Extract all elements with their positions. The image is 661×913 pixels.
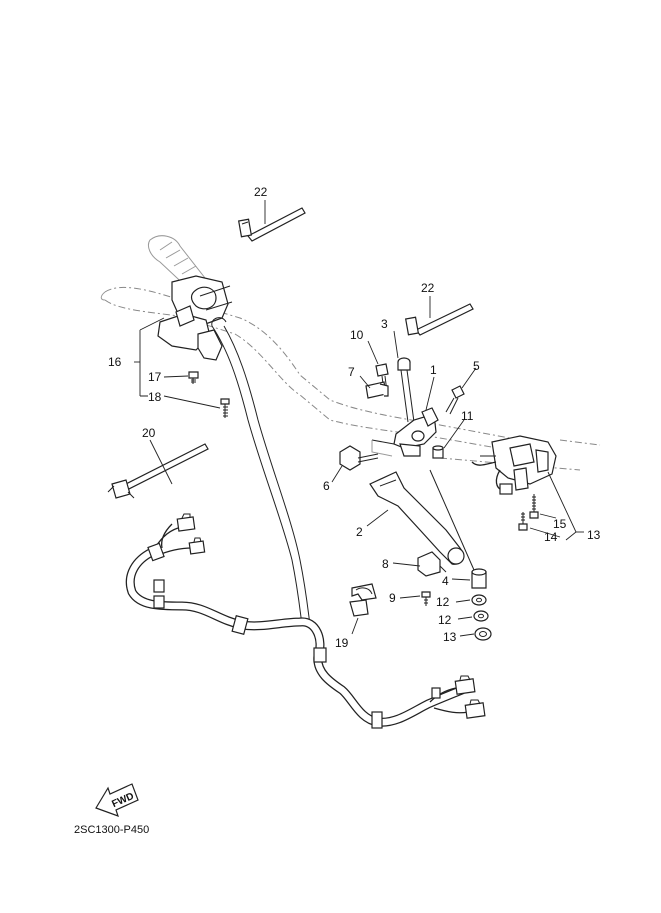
callout-7: 7 <box>348 365 355 379</box>
part-22-cable-tie-upper <box>237 207 306 242</box>
callout-22a: 22 <box>254 185 268 199</box>
part-2-lever <box>369 471 465 565</box>
callout-21: 20 <box>142 426 156 440</box>
wire-harness-left <box>125 513 486 729</box>
leader-lines <box>134 200 584 637</box>
part-18-screw <box>188 371 199 384</box>
callout-13: 13 <box>443 630 457 644</box>
part-12-washer-b <box>473 610 489 622</box>
part-14-switch-assembly <box>471 435 557 495</box>
callout-8: 8 <box>382 557 389 571</box>
callout-5: 5 <box>473 359 480 373</box>
part-5-bolt <box>445 385 465 415</box>
fwd-arrow-icon: FWD <box>95 783 139 817</box>
callout-labels: 22 22 3 10 7 1 5 11 6 2 8 9 4 12 12 13 1… <box>108 185 601 650</box>
part-3-bolt <box>397 357 415 423</box>
part-8-switch <box>417 551 447 577</box>
callout-16: 15 <box>553 517 567 531</box>
part-22-cable-tie-lower <box>404 303 474 336</box>
callout-12a: 12 <box>436 595 450 609</box>
callout-6: 6 <box>323 479 330 493</box>
callout-20: 19 <box>335 636 349 650</box>
part-13-nut <box>474 627 492 641</box>
part-21-cable-tie-long <box>107 443 209 499</box>
callout-1: 1 <box>430 363 437 377</box>
callout-2: 2 <box>356 525 363 539</box>
callout-11: 11 <box>461 409 474 423</box>
part-4-collar <box>429 469 487 589</box>
callout-14: 13 <box>587 528 601 542</box>
callout-3: 3 <box>381 317 388 331</box>
callout-4: 4 <box>442 574 449 588</box>
drawing-code: 2SC1300-P450 <box>74 824 149 836</box>
part-16-screw <box>529 494 539 519</box>
part-20-clamp <box>349 583 377 617</box>
part-1-lever-holder <box>371 407 439 457</box>
part-9-screw <box>421 591 431 606</box>
cable-left <box>211 317 311 626</box>
part-12-washer-a <box>471 594 487 606</box>
part-7-bracket <box>365 381 389 399</box>
callout-22b: 22 <box>421 281 435 295</box>
part-11-bush <box>432 445 444 459</box>
callout-17: 16 <box>108 355 122 369</box>
part-6-bolt <box>339 445 379 471</box>
callout-12b: 12 <box>438 613 452 627</box>
callout-19: 18 <box>148 390 162 404</box>
callout-10: 10 <box>350 328 364 342</box>
part-19-screw <box>220 398 230 418</box>
left-grip-assembly <box>147 235 233 361</box>
part-15-screw <box>518 512 528 531</box>
callout-15: 14 <box>544 530 558 544</box>
callout-18: 17 <box>148 370 162 384</box>
callout-9: 9 <box>389 591 396 605</box>
